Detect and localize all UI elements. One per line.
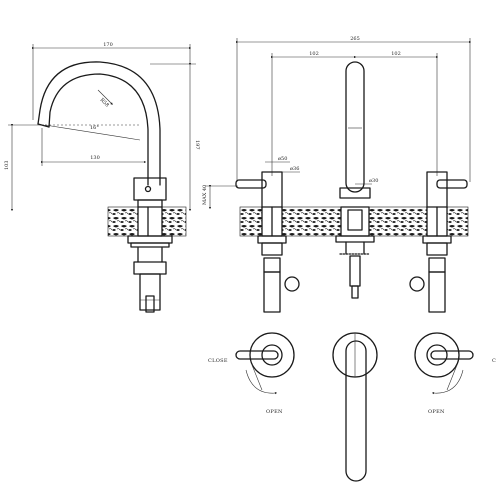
top-view-spout: [332, 332, 378, 482]
dim-dia-36: ø36: [290, 166, 299, 172]
side-view: 170 197 103 130 16° R58: [4, 42, 200, 313]
top-view-right: C OPEN: [414, 332, 496, 415]
dim-front-right: 102: [391, 51, 401, 57]
dim-side-spout: 130: [90, 155, 100, 161]
dim-side-radius: R58: [99, 97, 110, 108]
dim-side-angle: 16°: [90, 125, 99, 131]
dim-side-left-height: 103: [4, 160, 10, 170]
dim-side-width: 170: [103, 42, 113, 48]
label-close-right: C: [492, 358, 496, 364]
dim-front-deck: MAX 40: [202, 185, 208, 205]
front-view: 265 102 102 MAX 40 ø50 ø36 ø30: [202, 36, 472, 313]
label-open-right: OPEN: [428, 409, 445, 415]
dim-front-left: 102: [309, 51, 319, 57]
dim-dia-50: ø50: [278, 156, 287, 162]
dim-side-height: 197: [194, 140, 200, 150]
top-view-left: CLOSE OPEN: [208, 332, 295, 415]
label-close-left: CLOSE: [208, 358, 228, 364]
label-open-left: OPEN: [266, 409, 283, 415]
dim-dia-30: ø30: [369, 178, 378, 184]
dim-front-total: 265: [350, 36, 360, 42]
